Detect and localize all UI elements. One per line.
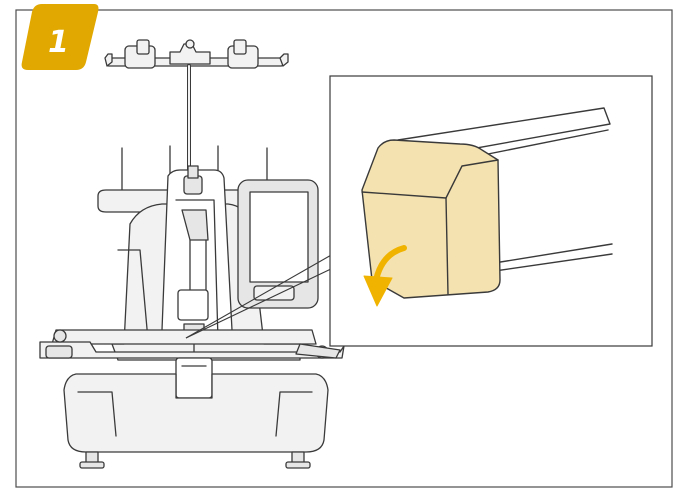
callout-leader: [185, 253, 334, 339]
machine-base: [63, 373, 329, 453]
lcd-panel: [237, 179, 319, 309]
thread-guide-bar: [104, 39, 289, 69]
curved-arrow-down-icon: [363, 245, 407, 307]
zoomed-part: [361, 107, 613, 299]
embroidery-frame-arms: [39, 329, 345, 359]
machine-feet: [79, 451, 311, 469]
step-badge: 1: [21, 4, 99, 70]
cap-part-highlighted: [361, 139, 501, 299]
step-badge-number: 1: [48, 25, 69, 60]
step-badge-shape: [21, 4, 99, 70]
embroidery-machine: [39, 39, 345, 469]
needle-plate: [175, 357, 213, 399]
